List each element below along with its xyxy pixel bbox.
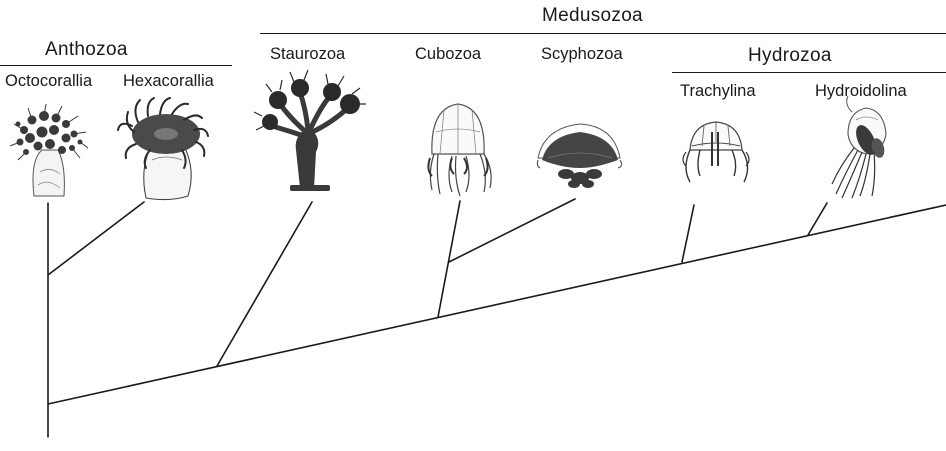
hydroid-medusa-icon	[832, 96, 886, 198]
trachyline-medusa-icon	[683, 122, 749, 182]
hexacorallia-branch	[48, 202, 144, 275]
staurozoa-branch	[217, 202, 312, 366]
scyphozoa-branch	[449, 199, 575, 262]
stalked-jellyfish-icon	[254, 70, 366, 191]
medusozoa-backbone	[48, 205, 946, 404]
octocoral-polyp-icon	[10, 104, 88, 196]
trachylina-branch	[682, 205, 694, 262]
box-jellyfish-icon	[428, 104, 491, 196]
hydroidolina-branch	[808, 203, 827, 235]
scyphozoan-jellyfish-icon	[537, 124, 621, 188]
sea-anemone-icon	[118, 98, 208, 200]
tree-branches	[48, 199, 946, 437]
